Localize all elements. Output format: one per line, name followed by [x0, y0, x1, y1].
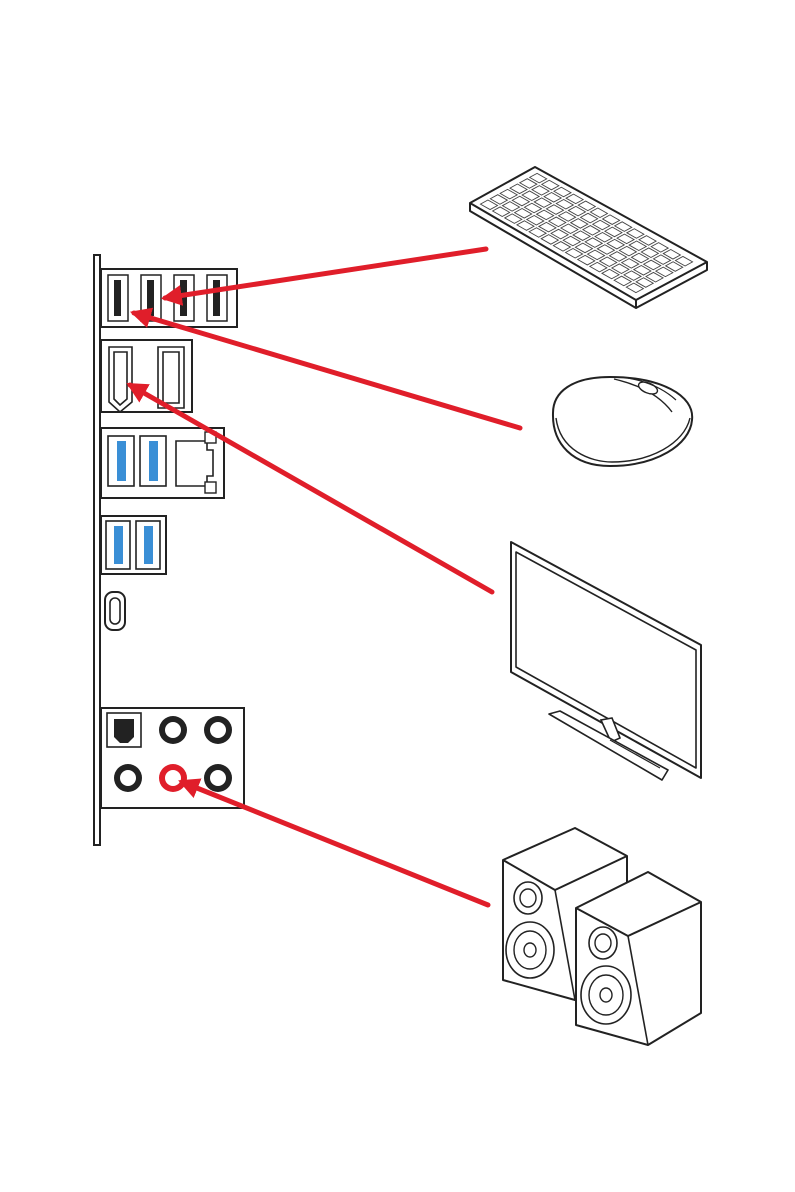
lan-port [176, 432, 216, 493]
optical-spdif-port [107, 713, 141, 747]
usb-3-port [136, 521, 160, 569]
speakers-icon [503, 828, 701, 1045]
monitor-icon [511, 542, 701, 780]
audio-jack [204, 764, 232, 792]
mouse-icon [553, 377, 692, 466]
speakers-arrow [182, 782, 488, 905]
audio-jack-group [101, 708, 244, 808]
line-out-jack [159, 764, 187, 792]
io-shield-plate [94, 255, 100, 845]
audio-jack [114, 764, 142, 792]
usb-2-port [108, 275, 128, 321]
usb-3-port [106, 521, 130, 569]
keyboard-icon [470, 167, 707, 308]
usb-3-port [140, 436, 166, 486]
io-shield [94, 255, 244, 845]
displayport-port [158, 347, 184, 408]
usb-2-port [207, 275, 227, 321]
hdmi-port [109, 347, 132, 412]
audio-jack [159, 716, 187, 744]
video-port-group [101, 340, 192, 412]
usb-type-c-port [105, 592, 125, 630]
audio-jack [204, 716, 232, 744]
usb-3-port [108, 436, 134, 486]
usb-3-port-group [101, 516, 166, 574]
usb-3-lan-group [101, 428, 224, 498]
page-bottom-edge [0, 1180, 795, 1192]
